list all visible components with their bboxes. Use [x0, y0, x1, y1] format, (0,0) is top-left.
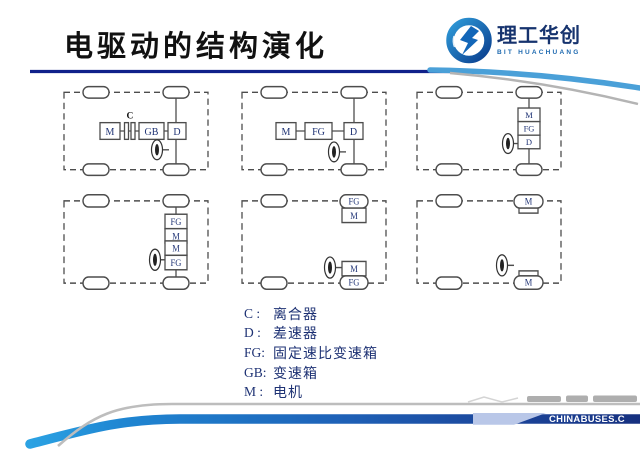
- gearbox-box: [138, 121, 165, 141]
- legend-meaning: 差速器: [273, 327, 318, 343]
- drivetrain-diagram-5: FG M M FG: [241, 194, 387, 290]
- legend-item: FG: 固定速比变速箱: [244, 343, 378, 363]
- motor-box: [341, 207, 367, 224]
- gearbox-label: GB: [145, 127, 159, 138]
- differential-box: [343, 121, 364, 141]
- wheel: [82, 276, 110, 290]
- steering-wheel-icon: [495, 254, 514, 277]
- wheel-gear-label: FG: [349, 196, 360, 207]
- legend-item: C : 离合器: [244, 304, 378, 324]
- wheel: [162, 85, 190, 99]
- vehicle-outline: [63, 200, 209, 284]
- wheel-gear-label: FG: [349, 277, 360, 288]
- fixed-gear-box: [304, 121, 333, 141]
- watermark-text: CHINABUSES.C: [549, 413, 625, 425]
- fixed-gear-label: FG: [171, 258, 182, 269]
- wheel: [260, 194, 288, 208]
- wheel: [435, 276, 463, 290]
- wheel: [435, 163, 463, 177]
- wheel: [260, 276, 288, 290]
- drivetrain-diagram-3: M FG D: [416, 85, 562, 177]
- footer-gray-curve: [57, 402, 640, 447]
- wheel: [340, 85, 368, 99]
- fixed-gear-label: FG: [171, 216, 182, 227]
- legend-abbr: M :: [244, 384, 264, 400]
- logo: 理工华创 BIT HUACHUANG: [446, 17, 581, 64]
- steering-wheel-icon: [327, 141, 346, 163]
- wheel: [162, 276, 190, 290]
- legend: C : 离合器 D : 差速器 FG: 固定速比变速箱 GB: 变速箱 M : …: [244, 304, 378, 402]
- mount-plate: [518, 207, 539, 214]
- legend-item: D : 差速器: [244, 324, 378, 344]
- motor-label: M: [172, 243, 180, 254]
- differential-label: D: [173, 127, 180, 138]
- motor-label: M: [525, 110, 533, 120]
- wheel: [162, 163, 190, 177]
- steering-wheel-icon: [323, 256, 342, 279]
- in-wheel-motor-label: M: [525, 196, 533, 207]
- logo-subtitle: BIT HUACHUANG: [497, 49, 581, 56]
- wheel: [162, 194, 190, 208]
- legend-meaning: 离合器: [273, 307, 318, 323]
- steering-wheel-icon: [150, 139, 169, 161]
- motor-box: [275, 121, 297, 141]
- motor-label: M: [282, 127, 291, 138]
- legend-meaning: 固定速比变速箱: [273, 346, 378, 362]
- wheel: [82, 85, 110, 99]
- motor-box: [99, 121, 121, 141]
- drivetrain-diagram-6: M M: [416, 194, 562, 290]
- bit-huachuang-logo-icon: [446, 17, 492, 64]
- wheel-with-gear: [339, 275, 369, 290]
- logo-name: 理工华创: [497, 25, 581, 47]
- motor-label: M: [350, 264, 358, 275]
- vehicle-outline: [416, 200, 562, 284]
- legend-abbr: C :: [244, 305, 261, 321]
- wheel: [435, 85, 463, 99]
- logo-text: 理工华创 BIT HUACHUANG: [497, 25, 581, 56]
- differential-label: D: [350, 127, 357, 138]
- clutch-icon: [123, 121, 136, 141]
- legend-item: M : 电机: [244, 382, 378, 402]
- page-title: 电驱动的结构演化: [64, 31, 329, 63]
- wheel: [435, 194, 463, 208]
- legend-abbr: GB:: [244, 364, 267, 380]
- differential-box: [517, 134, 541, 150]
- watermark-zigzag: [467, 396, 519, 403]
- wheel: [82, 194, 110, 208]
- watermark-bar-notch: [473, 413, 546, 425]
- legend-item: GB: 变速箱: [244, 363, 378, 383]
- steering-wheel-icon: [501, 132, 518, 155]
- fixed-gear-label: FG: [524, 123, 535, 133]
- legend-meaning: 变速箱: [273, 366, 318, 382]
- differential-box: [167, 121, 187, 141]
- differential-label: D: [526, 137, 532, 147]
- motor-label: M: [350, 210, 358, 221]
- fixed-gear-label: FG: [312, 127, 325, 138]
- wheel: [515, 85, 543, 99]
- vehicle-outline: [241, 91, 387, 171]
- wheel: [260, 85, 288, 99]
- legend-abbr: FG:: [244, 344, 266, 360]
- watermark-smudges: [527, 395, 637, 402]
- vehicle-outline: [241, 200, 387, 284]
- fixed-gear-box: [164, 254, 188, 271]
- wheel: [82, 163, 110, 177]
- drivetrain-diagram-4: FG M M FG: [63, 194, 209, 290]
- wheel: [260, 163, 288, 177]
- motor-label: M: [106, 127, 115, 138]
- legend-abbr: D :: [244, 325, 261, 341]
- wheel: [340, 163, 368, 177]
- steering-wheel-icon: [148, 248, 165, 271]
- motor-label: M: [172, 231, 180, 242]
- drivetrain-diagram-2: M FG D: [241, 85, 387, 177]
- in-wheel-motor-label: M: [525, 277, 533, 288]
- vehicle-outline: [63, 91, 209, 171]
- legend-meaning: 电机: [273, 386, 303, 402]
- drivetrain-diagram-1: M C GB D: [63, 85, 209, 177]
- wheel: [515, 163, 543, 177]
- wheel-with-motor: [513, 275, 544, 290]
- clutch-label: C: [127, 110, 134, 121]
